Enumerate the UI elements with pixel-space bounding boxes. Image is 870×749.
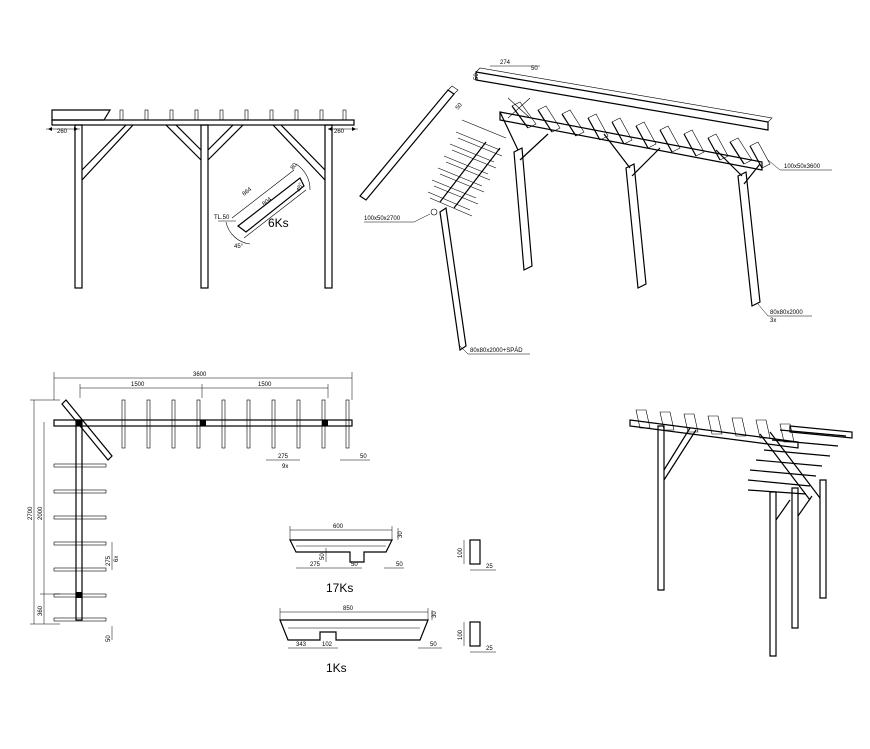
brace-length-outer: 864 xyxy=(242,186,254,197)
plan-side-repeat: 6x xyxy=(114,556,120,562)
short-notch-w: 50 xyxy=(351,562,358,568)
plan-view: 3600 1500 1500 xyxy=(28,372,370,642)
plan-side-spacing: 275 xyxy=(106,555,112,566)
plan-rafter-spacing: 275 xyxy=(278,454,289,460)
side-beam-label: 100x50x2700 xyxy=(364,216,401,222)
overhang-left-label: 260 xyxy=(57,129,68,135)
iso-beam-end: 50 xyxy=(531,66,538,72)
long-section-w: 25 xyxy=(486,646,493,652)
long-count-label: 1Ks xyxy=(326,661,347,675)
post-left-label: 80x80x2000+SPÁD xyxy=(470,347,523,354)
brace-length-inner: 804 xyxy=(262,196,274,207)
short-section-h: 100 xyxy=(458,547,464,558)
plan-side-inner: 2000 xyxy=(38,506,44,520)
brace-notch-label: TL.50 xyxy=(214,215,230,221)
post-count-label: 3x xyxy=(770,318,776,324)
long-notch-w: 102 xyxy=(322,642,333,648)
long-end: 50 xyxy=(430,642,437,648)
post-right-label: 80x80x2000 xyxy=(770,310,803,316)
plan-side-end: 360 xyxy=(38,605,44,616)
plan-rafter-end: 50 xyxy=(360,454,367,460)
plan-total-length: 3600 xyxy=(193,372,207,378)
iso-beam-width: 274 xyxy=(500,60,511,66)
plan-bottom-offset: 50 xyxy=(106,635,112,642)
brace-count-label: 6Ks xyxy=(268,216,289,230)
front-elevation-view: 260 260 xyxy=(46,109,358,289)
plan-half-right: 1500 xyxy=(258,382,272,388)
short-offset: 275 xyxy=(310,562,321,568)
plan-rafter-repeat: 9x xyxy=(282,464,288,470)
short-section-w: 25 xyxy=(486,564,493,570)
short-notch-h: 50 xyxy=(320,553,326,560)
overhang-right-label: 260 xyxy=(334,129,345,135)
brace-angle-top: 45° xyxy=(296,182,305,193)
long-length: 850 xyxy=(343,606,354,612)
brace-angle-bottom: 45° xyxy=(234,244,244,250)
brace-width: 80 xyxy=(290,162,299,171)
iso-side-beam-section: 50 xyxy=(455,102,464,111)
long-offset: 343 xyxy=(296,642,307,648)
plan-side-total: 2700 xyxy=(28,506,34,520)
iso-beam-section: 50 xyxy=(474,73,480,80)
short-height: 30 xyxy=(398,531,404,538)
rafter-short-detail: 600 30 50 275 50 50 100 25 17Ks xyxy=(289,524,496,595)
short-count-label: 17Ks xyxy=(326,581,353,595)
rafter-long-detail: 850 30 343 102 50 100 25 1Ks xyxy=(279,606,496,675)
long-section-h: 100 xyxy=(458,629,464,640)
perspective-view xyxy=(629,409,853,657)
brace-detail: TL.50 864 804 80 45° 45° 6Ks xyxy=(214,162,311,250)
front-beam-label: 100x50x3600 xyxy=(784,164,821,170)
long-height: 30 xyxy=(432,611,438,618)
isometric-view: 274 50 50 50 xyxy=(359,60,832,355)
short-length: 600 xyxy=(333,524,344,530)
plan-half-left: 1500 xyxy=(131,382,145,388)
short-end: 50 xyxy=(396,562,403,568)
